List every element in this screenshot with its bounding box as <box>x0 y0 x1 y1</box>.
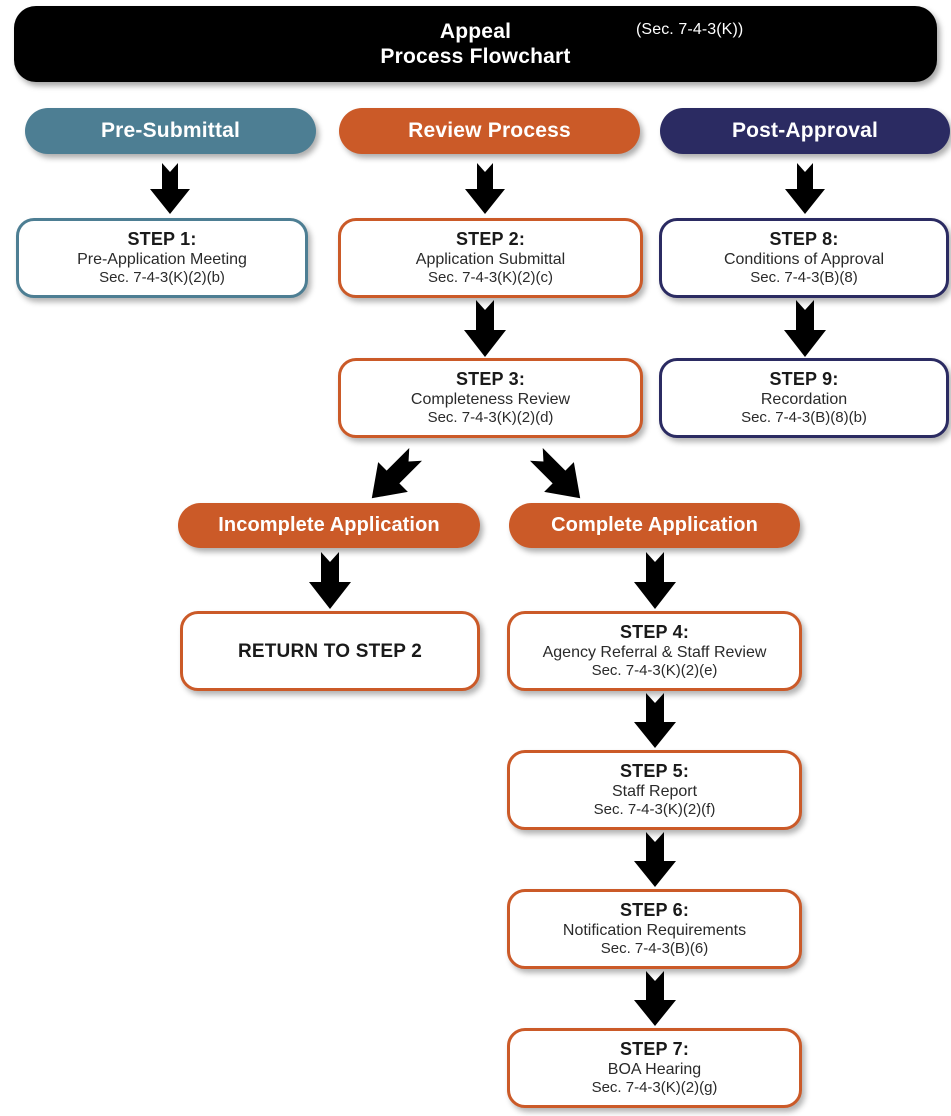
title-citation: (Sec. 7-4-3(K)) <box>636 21 744 38</box>
step-box-step-1[interactable]: STEP 1: Pre-Application Meeting Sec. 7-4… <box>16 218 308 298</box>
arrow-step5-to-step6 <box>631 832 679 888</box>
arrow-step6-to-step7 <box>631 971 679 1027</box>
step-title: STEP 5: <box>619 761 690 781</box>
column-header-label: Pre-Submittal <box>100 119 241 142</box>
step-box-step-4[interactable]: STEP 4: Agency Referral & Staff Review S… <box>507 611 802 691</box>
arrow-incomplete-to-return <box>306 552 354 610</box>
step-subtitle: Application Submittal <box>415 251 566 268</box>
title-text-group: Appeal Process Flowchart <box>14 6 937 82</box>
step-title: STEP 2: <box>455 229 526 249</box>
arrow-step8-to-step9 <box>781 300 829 358</box>
step-citation: Sec. 7-4-3(B)(8)(b) <box>741 409 867 426</box>
step-box-step-7[interactable]: STEP 7: BOA Hearing Sec. 7-4-3(K)(2)(g) <box>507 1028 802 1108</box>
column-header-label: Review Process <box>408 119 571 142</box>
step-title: STEP 3: <box>455 369 526 389</box>
step-title: STEP 4: <box>619 622 690 642</box>
step-title: STEP 9: <box>769 369 839 389</box>
return-box-title: RETURN TO STEP 2 <box>237 640 423 662</box>
step-title: STEP 1: <box>127 229 197 249</box>
step-box-step-8[interactable]: STEP 8: Conditions of Approval Sec. 7-4-… <box>659 218 949 298</box>
step-box-step-6[interactable]: STEP 6: Notification Requirements Sec. 7… <box>507 889 802 969</box>
step-citation: Sec. 7-4-3(K)(2)(f) <box>593 801 716 818</box>
step-title: STEP 8: <box>769 229 839 249</box>
step-subtitle: Conditions of Approval <box>723 251 885 268</box>
step-citation: Sec. 7-4-3(B)(6) <box>600 940 709 957</box>
branch-pill-incomplete-application[interactable]: Incomplete Application <box>178 503 480 548</box>
title-banner: Appeal Process Flowchart (Sec. 7-4-3(K)) <box>14 6 937 82</box>
page-title-line2: Process Flowchart <box>380 45 571 68</box>
column-header-pre-submittal[interactable]: Pre-Submittal <box>25 108 316 154</box>
step-subtitle: Staff Report <box>611 783 698 800</box>
column-header-post-approval[interactable]: Post-Approval <box>660 108 950 154</box>
step-title: STEP 7: <box>619 1039 690 1059</box>
box-return-to-step-2[interactable]: RETURN TO STEP 2 <box>180 611 480 691</box>
arrow-review-to-step2 <box>461 163 509 215</box>
step-box-step-3[interactable]: STEP 3: Completeness Review Sec. 7-4-3(K… <box>338 358 643 438</box>
branch-pill-complete-application[interactable]: Complete Application <box>509 503 800 548</box>
arrow-step3-to-complete <box>524 443 594 511</box>
step-citation: Sec. 7-4-3(K)(2)(d) <box>427 409 554 426</box>
branch-pill-label: Complete Application <box>551 514 758 536</box>
step-subtitle: Recordation <box>760 391 848 408</box>
column-header-review-process[interactable]: Review Process <box>339 108 640 154</box>
arrow-step4-to-step5 <box>631 693 679 749</box>
arrow-step3-to-incomplete <box>358 443 428 511</box>
step-citation: Sec. 7-4-3(K)(2)(g) <box>591 1079 718 1096</box>
step-title: STEP 6: <box>619 900 690 920</box>
branch-pill-label: Incomplete Application <box>218 514 440 536</box>
step-citation: Sec. 7-4-3(K)(2)(c) <box>427 269 554 286</box>
step-subtitle: Agency Referral & Staff Review <box>542 644 767 661</box>
arrow-step2-to-step3 <box>461 300 509 358</box>
step-box-step-5[interactable]: STEP 5: Staff Report Sec. 7-4-3(K)(2)(f) <box>507 750 802 830</box>
step-subtitle: Pre-Application Meeting <box>77 251 247 268</box>
step-box-step-9[interactable]: STEP 9: Recordation Sec. 7-4-3(B)(8)(b) <box>659 358 949 438</box>
step-citation: Sec. 7-4-3(K)(2)(b) <box>99 269 225 286</box>
page-title-line1: Appeal <box>439 20 512 43</box>
step-citation: Sec. 7-4-3(B)(8) <box>750 269 858 286</box>
step-subtitle: Notification Requirements <box>562 922 747 939</box>
step-subtitle: Completeness Review <box>410 391 571 408</box>
step-citation: Sec. 7-4-3(K)(2)(e) <box>591 662 718 679</box>
arrow-presubmittal-to-step1 <box>146 163 194 215</box>
column-header-label: Post-Approval <box>731 119 879 142</box>
arrow-postapproval-to-step8 <box>781 163 829 215</box>
step-box-step-2[interactable]: STEP 2: Application Submittal Sec. 7-4-3… <box>338 218 643 298</box>
step-subtitle: BOA Hearing <box>607 1061 702 1078</box>
arrow-complete-to-step4 <box>631 552 679 610</box>
